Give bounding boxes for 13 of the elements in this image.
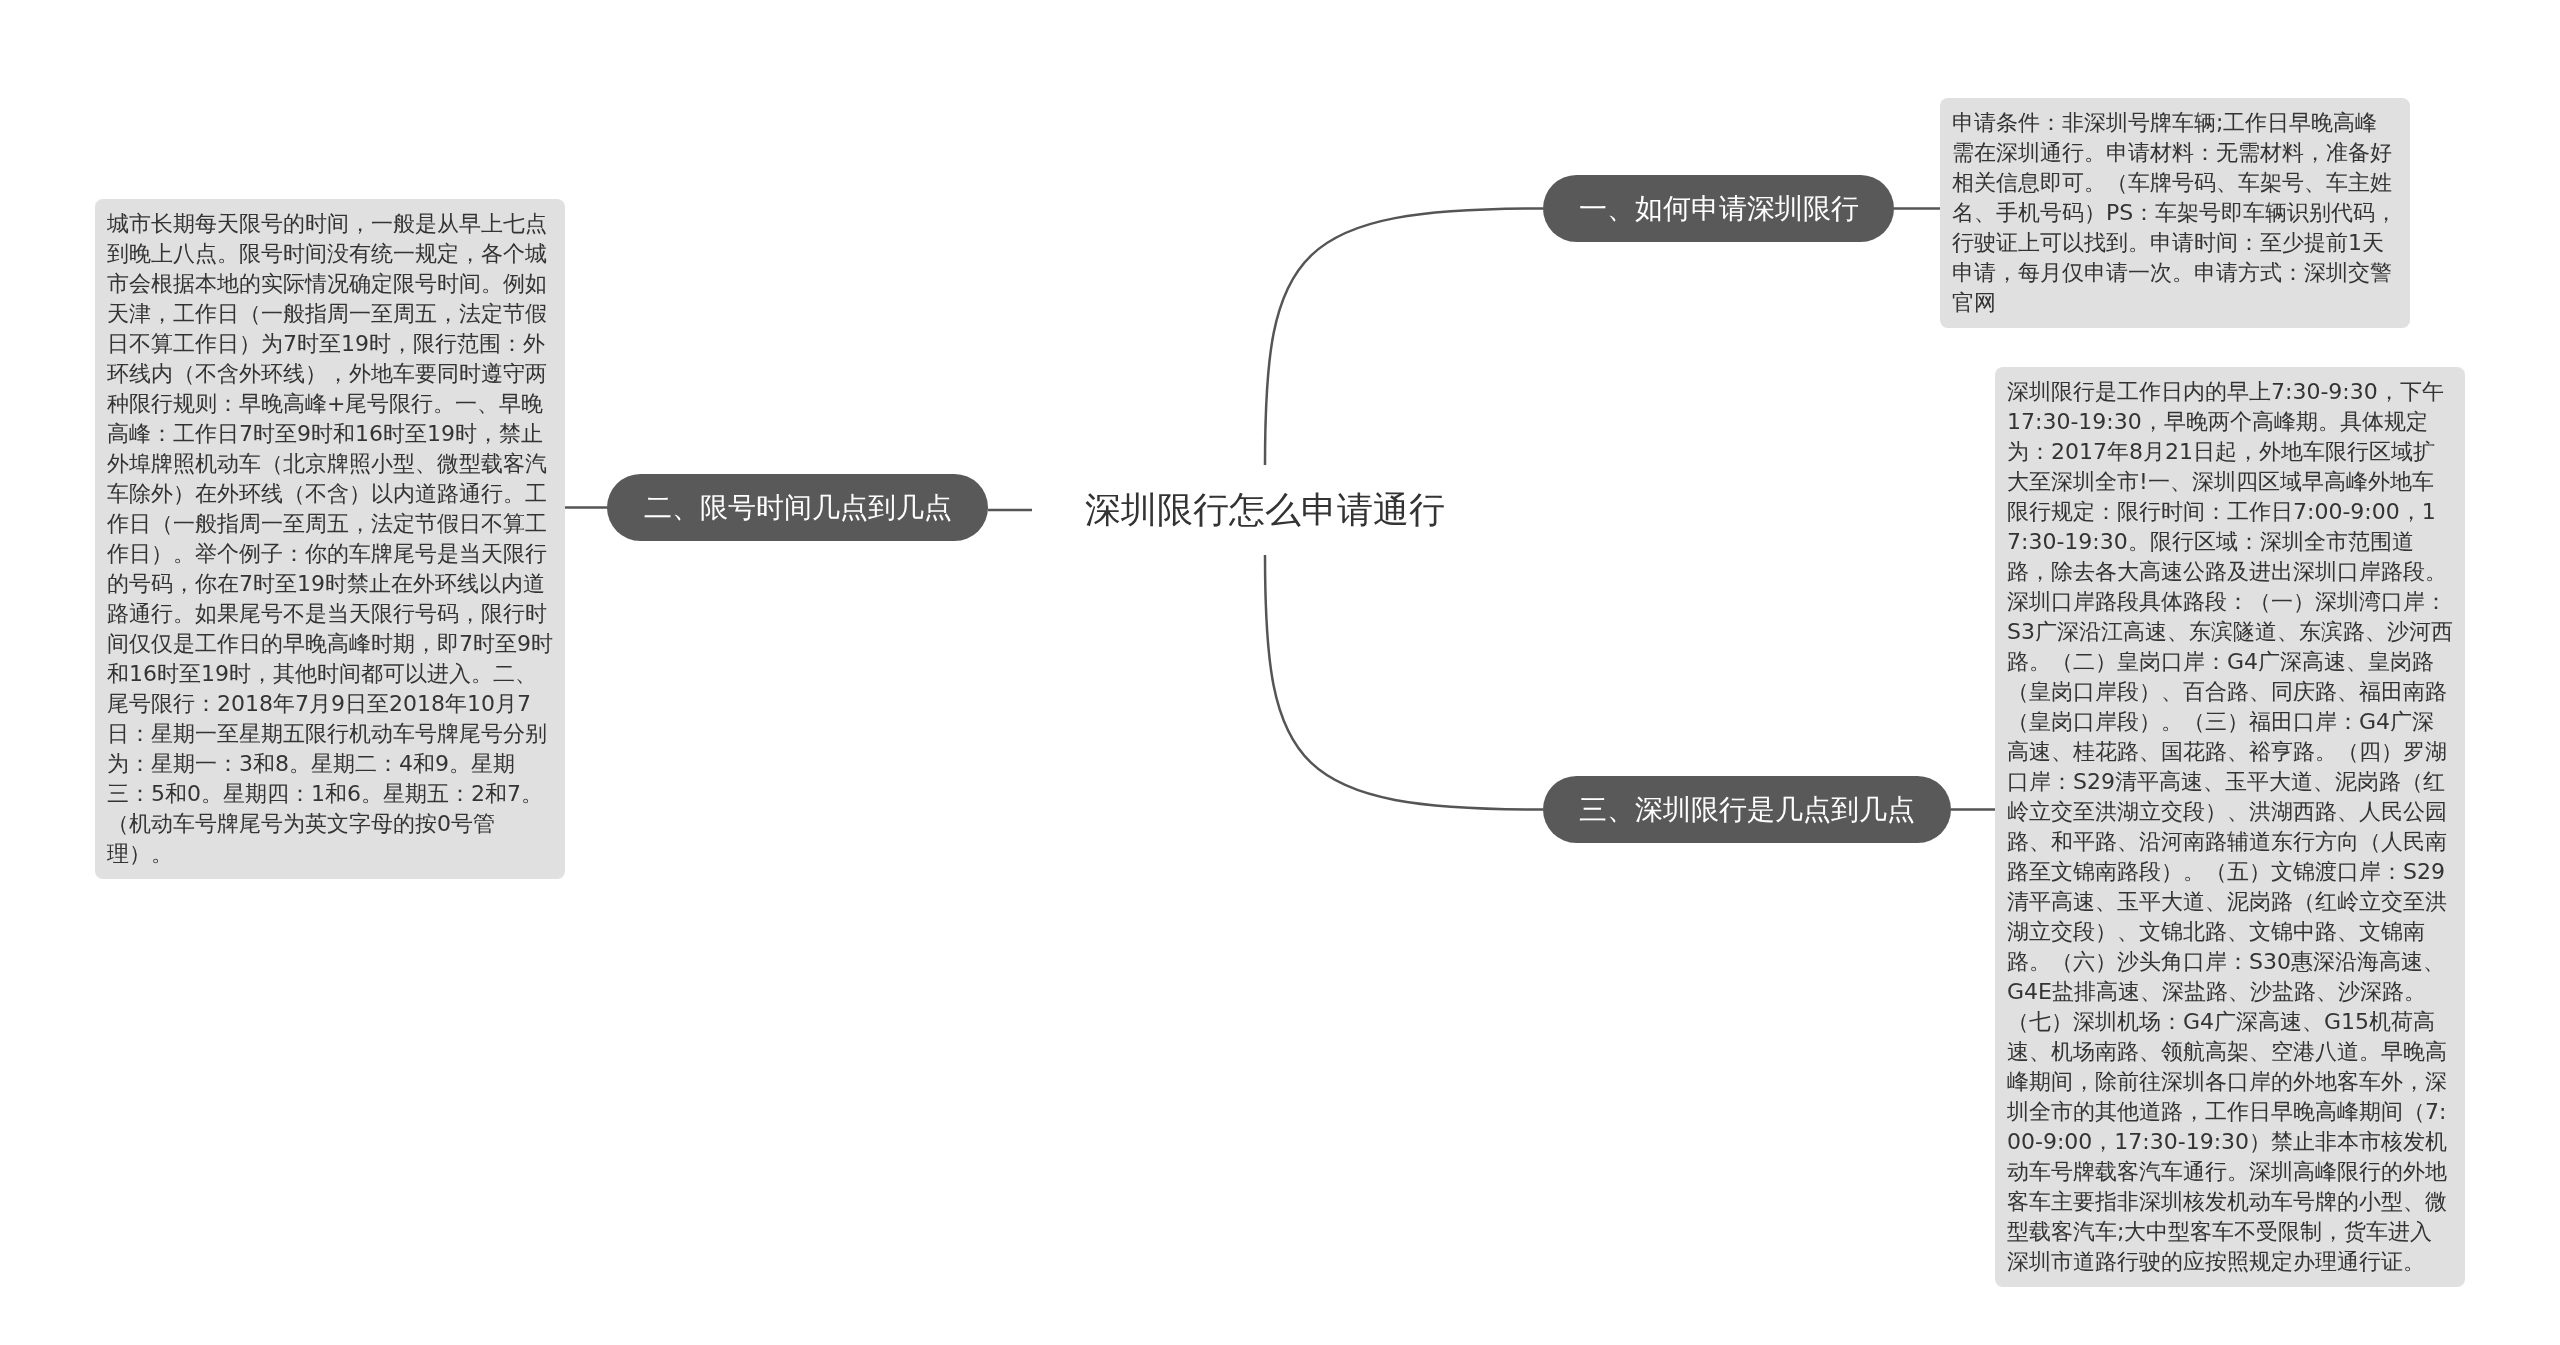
topic-pill: 二、限号时间几点到几点 bbox=[607, 474, 988, 541]
topic-pill: 三、深圳限行是几点到几点 bbox=[1543, 776, 1951, 843]
topic-pill: 一、如何申请深圳限行 bbox=[1543, 175, 1894, 242]
note-card: 申请条件：非深圳号牌车辆;工作日早晚高峰需在深圳通行。申请材料：无需材料，准备好相关信息即可。（车牌号码、车架号、车主姓名、手机号码）PS：车架号即车辆识别代码，行驶证上可以找到。申请时间：至少提前1天申请，每月仅申请一次。申请方式：深圳交警官网 bbox=[1940, 98, 2410, 328]
central-topic: 深圳限行怎么申请通行 bbox=[1032, 465, 1498, 555]
connector-line bbox=[565, 506, 607, 509]
note-card: 深圳限行是工作日内的早上7:30-9:30，下午17:30-19:30，早晚两个高峰期。具体规定为：2017年8月21日起，外地车限行区域扩大至深圳全市!一、深圳四区域早高峰外地车限行规定：限行时间：工作日7:00-9:00，17:30-19:30。限行区域：深圳全市范围道路，除去各大高速公路及进出深圳口岸路段。深圳口岸路段具体路段：（一）深圳湾口岸：S3广深沿江高速、东滨隧道、东滨路、沙河西路。（二）皇岗口岸：G4广深高速、皇岗路（皇岗口岸段）、百合路、同庆路、福田南路（皇岗口岸段）。（三）福田口岸：G4广深高速、桂花路、国花路、裕亨路。（四）罗湖口岸：S29清平高速、玉平大道、泥岗路（红岭立交至洪湖立交段）、洪湖西路、人民公园路、和平路、沿河南路辅道东行方向（人民南路至文锦南路段）。（五）文锦渡口岸：S29清平高速、玉平大道、泥岗路（红岭立交至洪湖立交段）、文锦北路、文锦中路、文锦南路。（六）沙头角口岸：S30惠深沿海高速、G4E盐排高速、深盐路、沙盐路、沙深路。（七）深圳机场：G4广深高速、G15机荷高速、机场南路、领航高架、空港八道。早晚高峰期间，除前往深圳各口岸的外地客车外，深圳全市的其他道路，工作日早晚高峰期间（7:00-9:00，17:30-19:30）禁止非本市核发机动车号牌载客汽车通行。深圳高峰限行的外地客车主要指非深圳核发机动车号牌的小型、微型载客汽车;大中型客车不受限制，货车进入深圳市道路行驶的应按照规定办理通行证。 bbox=[1995, 367, 2465, 1287]
connector-line bbox=[1263, 207, 1544, 465]
note-card: 城市长期每天限号的时间，一般是从早上七点到晚上八点。限号时间没有统一规定，各个城市会根据本地的实际情况确定限号时间。例如天津，工作日（一般指周一至周五，法定节假日不算工作日）为7时至19时，限行范围：外环线内（不含外环线），外地车要同时遵守两种限行规则：早晚高峰+尾号限行。一、早晚高峰：工作日7时至9时和16时至19时，禁止外埠牌照机动车（北京牌照小型、微型载客汽车除外）在外环线（不含）以内道路通行。工作日（一般指周一至周五，法定节假日不算工作日）。举个例子：你的车牌尾号是当天限行的号码，你在7时至19时禁止在外环线以内道路通行。如果尾号不是当天限行号码，限行时间仅仅是工作日的早晚高峰时期，即7时至9时和16时至19时，其他时间都可以进入。二、尾号限行：2018年7月9日至2018年10月7日：星期一至星期五限行机动车号牌尾号分别为：星期一：3和8。星期二：4和9。星期三：5和0。星期四：1和6。星期五：2和7。（机动车号牌尾号为英文字母的按0号管理）。 bbox=[95, 199, 565, 879]
connector-line bbox=[1263, 555, 1544, 811]
connector-line bbox=[988, 508, 1032, 512]
connector-line bbox=[1894, 207, 1940, 210]
connector-line bbox=[1951, 808, 1995, 811]
